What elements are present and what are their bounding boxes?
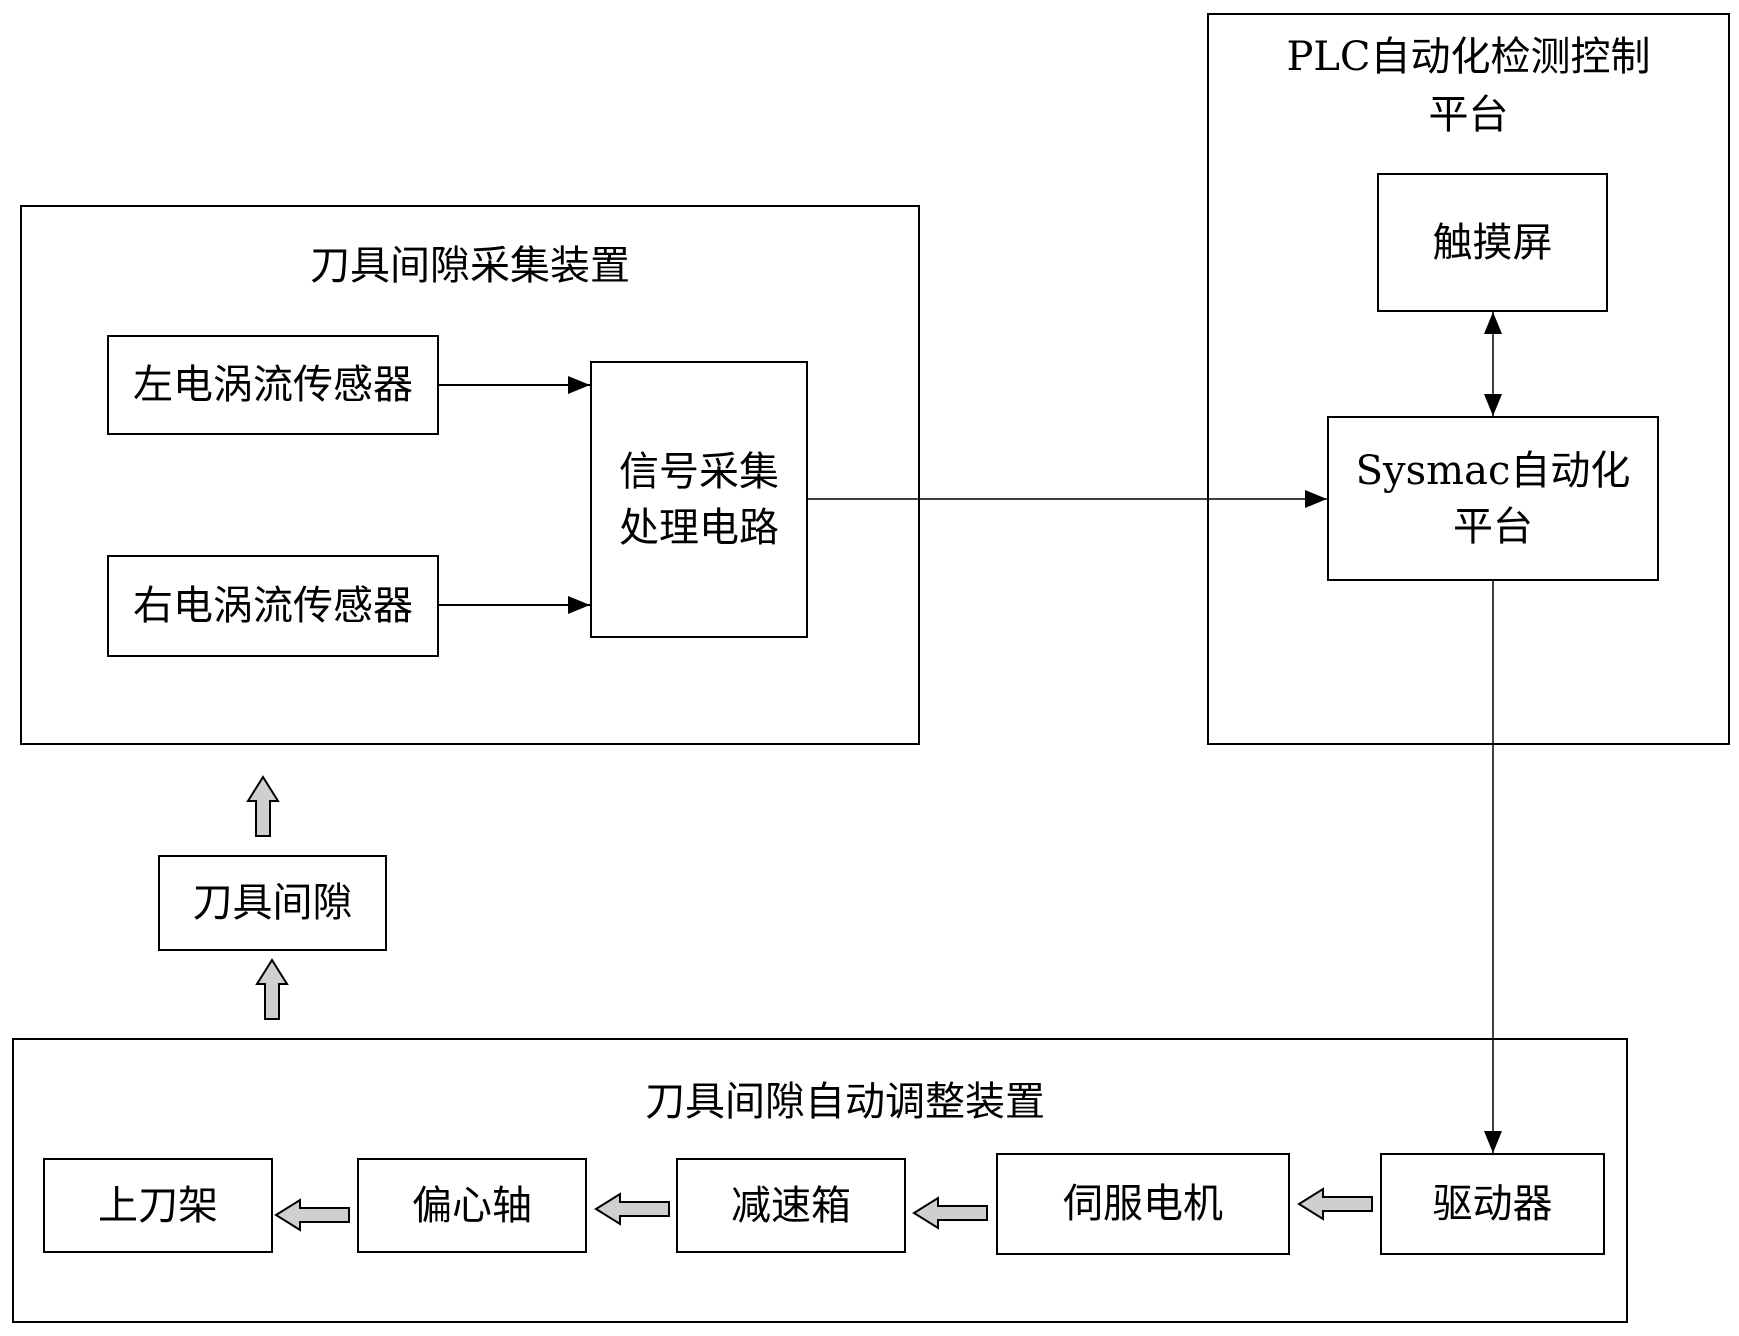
servo-motor: 伺服电机 bbox=[996, 1153, 1290, 1255]
hollow-arrow-up-to-acquisition bbox=[248, 777, 278, 836]
driver: 驱动器 bbox=[1380, 1153, 1605, 1255]
upper-tool-rest: 上刀架 bbox=[43, 1158, 273, 1253]
right-eddy-current-sensor: 右电涡流传感器 bbox=[107, 555, 439, 657]
acquisition-device-title: 刀具间隙采集装置 bbox=[20, 242, 920, 290]
touchscreen: 触摸屏 bbox=[1377, 173, 1608, 312]
plc-platform-title: PLC自动化检测控制 平台 bbox=[1207, 28, 1730, 144]
auto-adjust-title: 刀具间隙自动调整装置 bbox=[12, 1078, 1678, 1126]
sysmac-automation-platform: Sysmac自动化 平台 bbox=[1327, 416, 1659, 581]
tool-gap: 刀具间隙 bbox=[158, 855, 387, 951]
hollow-arrow-up-to-tool-gap bbox=[257, 960, 287, 1019]
gearbox: 减速箱 bbox=[676, 1158, 906, 1253]
eccentric-shaft: 偏心轴 bbox=[357, 1158, 587, 1253]
left-eddy-current-sensor: 左电涡流传感器 bbox=[107, 335, 439, 435]
signal-processing-circuit: 信号采集 处理电路 bbox=[590, 361, 808, 638]
